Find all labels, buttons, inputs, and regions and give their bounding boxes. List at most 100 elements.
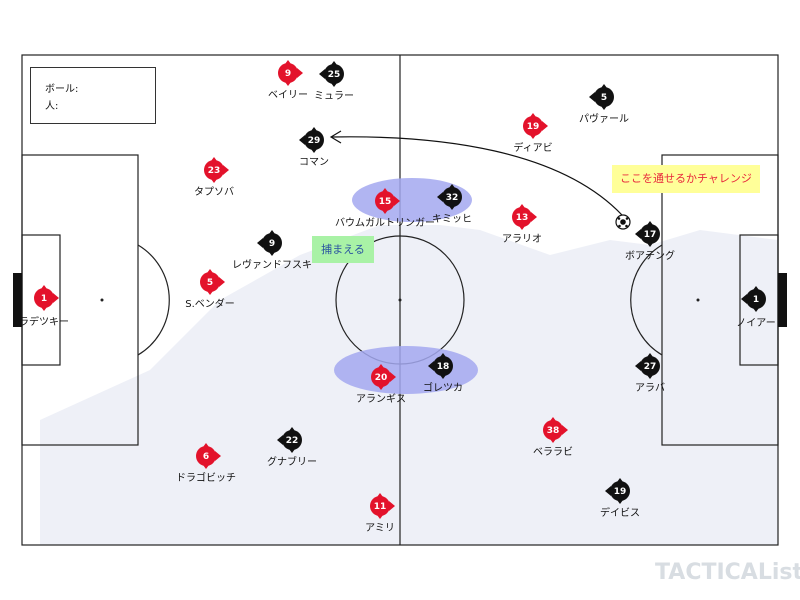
player-black-17: 17 ボアテング bbox=[625, 221, 675, 262]
player-number: 5 bbox=[207, 278, 213, 288]
right-goal bbox=[778, 273, 787, 327]
player-name: コマン bbox=[299, 157, 329, 168]
player-red-1: 1 ラデツキー bbox=[19, 285, 69, 328]
player-token bbox=[523, 113, 548, 139]
player-name: ノイアー bbox=[736, 318, 775, 329]
player-name: ボアテング bbox=[625, 249, 675, 262]
player-name: デイビス bbox=[600, 506, 640, 519]
player-token bbox=[370, 493, 395, 519]
player-number: 6 bbox=[203, 452, 209, 462]
right-penalty-spot bbox=[696, 298, 700, 302]
player-number: 27 bbox=[644, 362, 657, 372]
player-red-23: 23 タプソバ bbox=[194, 157, 234, 198]
player-number: 1 bbox=[41, 294, 47, 304]
player-name: S.ベンダー bbox=[185, 297, 235, 310]
player-name: タプソバ bbox=[194, 186, 234, 198]
player-name: ラデツキー bbox=[19, 315, 69, 328]
legend: ボール: 人: bbox=[30, 67, 156, 124]
player-black-19: 19 デイビス bbox=[600, 478, 640, 519]
player-number: 29 bbox=[308, 136, 321, 146]
player-token bbox=[299, 127, 324, 153]
player-token bbox=[741, 286, 766, 312]
player-name: アミリ bbox=[365, 523, 395, 534]
player-token bbox=[543, 417, 568, 443]
player-number: 38 bbox=[547, 426, 560, 436]
player-token bbox=[278, 60, 303, 86]
players: 1ラデツキー9ベイリー23タプソバ5S.ベンダー6ドラゴビッチ15バウムガルトリ… bbox=[19, 60, 776, 534]
player-name: グナブリー bbox=[267, 455, 317, 468]
player-black-22: 22 グナブリー bbox=[267, 427, 317, 468]
player-black-27: 27 アラバ bbox=[635, 353, 665, 394]
player-red-5: 5S.ベンダー bbox=[185, 269, 235, 310]
player-number: 1 bbox=[753, 295, 759, 305]
player-token bbox=[319, 61, 344, 87]
ball-icon bbox=[615, 214, 631, 230]
player-number: 15 bbox=[379, 197, 392, 207]
player-name: ディアビ bbox=[513, 141, 552, 154]
player-black-9: 9 レヴァンドフスキ bbox=[232, 230, 312, 271]
player-black-1: 1 ノイアー bbox=[736, 286, 776, 329]
player-name: ゴレツカ bbox=[423, 381, 463, 394]
player-red-6: 6 ドラゴビッチ bbox=[176, 443, 236, 484]
player-number: 9 bbox=[285, 69, 291, 79]
ball-pass-arrowhead bbox=[329, 130, 342, 144]
player-token bbox=[257, 230, 282, 256]
player-number: 20 bbox=[375, 373, 388, 383]
legend-ball-label: ボール: bbox=[45, 84, 79, 95]
player-number: 25 bbox=[328, 70, 341, 80]
player-name: アランギス bbox=[356, 393, 406, 405]
player-token bbox=[512, 204, 537, 230]
player-token bbox=[605, 478, 630, 504]
player-name: アラリオ bbox=[502, 233, 542, 245]
challenge-note: ここを通せるかチャレンジ bbox=[612, 165, 760, 193]
player-number: 9 bbox=[269, 239, 275, 249]
player-name: アラバ bbox=[635, 382, 665, 394]
player-red-9: 9 ベイリー bbox=[268, 60, 308, 101]
player-number: 32 bbox=[446, 193, 459, 203]
player-token bbox=[34, 285, 59, 311]
player-red-38: 38 ベララビ bbox=[533, 417, 573, 458]
player-name: ドラゴビッチ bbox=[176, 471, 236, 484]
player-black-29: 29 コマン bbox=[299, 127, 329, 168]
legend-person-label: 人: bbox=[45, 101, 59, 112]
player-black-25: 25 ミュラー bbox=[314, 61, 354, 102]
player-token bbox=[635, 221, 660, 247]
player-token bbox=[428, 353, 453, 379]
player-name: ミュラー bbox=[314, 90, 354, 102]
watermark-logo: TACTICALista bbox=[655, 560, 800, 585]
player-name: キミッヒ bbox=[432, 213, 472, 225]
capture-note: 捕まえる bbox=[312, 236, 374, 263]
player-token bbox=[371, 364, 396, 390]
player-name: バウムガルトリンガー bbox=[335, 217, 435, 229]
left-goal bbox=[13, 273, 22, 327]
player-number: 13 bbox=[516, 213, 529, 223]
player-black-32: 32 キミッヒ bbox=[432, 184, 472, 225]
player-red-19: 19 ディアビ bbox=[513, 113, 553, 154]
player-token bbox=[375, 188, 400, 214]
player-token bbox=[437, 184, 462, 210]
left-penalty-spot bbox=[100, 298, 104, 302]
player-number: 19 bbox=[527, 122, 540, 132]
player-red-20: 20 アランギス bbox=[356, 364, 406, 405]
player-name: レヴァンドフスキ bbox=[232, 258, 312, 271]
player-token bbox=[204, 157, 229, 183]
player-number: 19 bbox=[614, 487, 627, 497]
player-number: 5 bbox=[601, 93, 607, 103]
player-token bbox=[196, 443, 221, 469]
player-name: ベララビ bbox=[533, 446, 573, 458]
player-name: ベイリー bbox=[268, 89, 308, 101]
player-token bbox=[589, 84, 614, 110]
player-number: 23 bbox=[208, 166, 221, 176]
player-token bbox=[635, 353, 660, 379]
centre-spot bbox=[398, 298, 402, 302]
ball-pass-arrow bbox=[331, 136, 623, 216]
player-number: 17 bbox=[644, 230, 657, 240]
player-red-13: 13 アラリオ bbox=[502, 204, 542, 245]
player-token bbox=[200, 269, 225, 295]
player-token bbox=[277, 427, 302, 453]
player-number: 22 bbox=[286, 436, 299, 446]
